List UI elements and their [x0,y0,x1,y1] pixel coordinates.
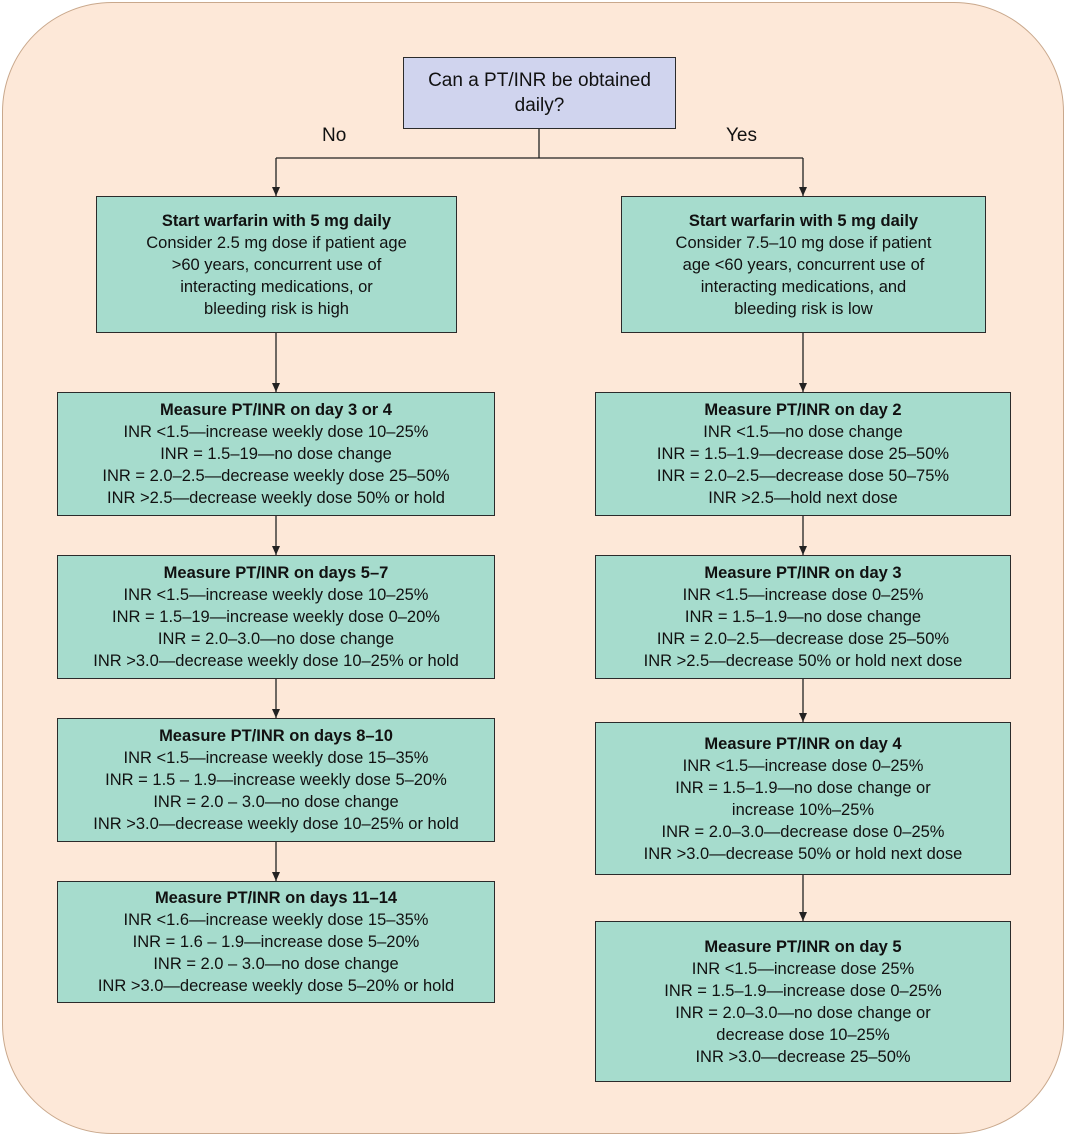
box-line: INR = 2.0–2.5—decrease dose 50–75% [656,467,950,485]
box-line: INR = 1.5–1.9—decrease dose 25–50% [656,445,950,463]
box-title: Measure PT/INR on days 11–14 [154,889,398,907]
box-line: Consider 2.5 mg dose if patient age [146,233,407,252]
box-line: INR = 1.5–19—no dose change [160,445,392,463]
right-day3-box: Measure PT/INR on day 3 INR <1.5—increas… [595,555,1011,679]
box-line: bleeding risk is high [204,299,349,318]
box-line: interacting medications, and [700,277,907,296]
box-line: INR = 2.0–2.5—decrease dose 25–50% [656,630,950,648]
branch-label-yes: Yes [726,125,757,146]
question-box: Can a PT/INR be obtained daily? [403,57,676,129]
left-days5-7-box: Measure PT/INR on days 5–7 INR <1.5—incr… [57,555,495,679]
box-line: >60 years, concurrent use of [171,255,382,274]
box-line: bleeding risk is low [734,299,873,318]
box-line: age <60 years, concurrent use of [682,255,925,274]
box-line: INR >3.0—decrease weekly dose 5–20% or h… [97,977,455,995]
box-line: decrease dose 10–25% [716,1025,890,1044]
box-title: Measure PT/INR on day 2 [704,401,902,419]
box-line: INR <1.6—increase weekly dose 15–35% [123,911,429,929]
box-title: Measure PT/INR on day 5 [704,937,902,956]
left-days8-10-box: Measure PT/INR on days 8–10 INR <1.5—inc… [57,718,495,842]
box-line: INR = 2.0–2.5—decrease weekly dose 25–50… [102,467,450,485]
box-line: INR >3.0—decrease weekly dose 10–25% or … [93,652,459,670]
right-day4-box: Measure PT/INR on day 4 INR <1.5—increas… [595,722,1011,875]
box-line: INR >2.5—decrease 50% or hold next dose [643,652,963,670]
box-line: INR <1.5—increase dose 0–25% [682,586,924,604]
box-title: Start warfarin with 5 mg daily [688,211,919,230]
box-line: INR = 2.0 – 3.0—no dose change [153,793,399,811]
left-days11-14-box: Measure PT/INR on days 11–14 INR <1.6—in… [57,881,495,1003]
box-line: INR = 1.5–1.9—no dose change [684,608,922,626]
box-line: INR <1.5—no dose change [703,423,903,441]
right-day5-box: Measure PT/INR on day 5 INR <1.5—increas… [595,921,1011,1082]
box-title: Measure PT/INR on day 4 [704,734,902,753]
box-line: INR <1.5—increase dose 25% [691,959,915,978]
box-line: INR = 1.5–1.9—no dose change or [675,778,931,797]
right-day2-box: Measure PT/INR on day 2 INR <1.5—no dose… [595,392,1011,516]
box-line: INR >2.5—decrease weekly dose 50% or hol… [107,489,445,507]
box-line: INR >2.5—hold next dose [708,489,898,507]
question-line: daily? [514,95,565,116]
box-line: INR = 2.0–3.0—decrease dose 0–25% [661,822,945,841]
left-start-box: Start warfarin with 5 mg daily Consider … [96,196,457,333]
box-line: INR >3.0—decrease 50% or hold next dose [643,844,963,863]
box-line: INR = 2.0–3.0—no dose change or [675,1003,931,1022]
box-title: Measure PT/INR on days 5–7 [163,564,389,582]
right-start-box: Start warfarin with 5 mg daily Consider … [621,196,986,333]
box-line: increase 10%–25% [731,800,875,819]
box-title: Start warfarin with 5 mg daily [161,211,392,230]
box-title: Measure PT/INR on day 3 or 4 [160,401,392,419]
left-day3-4-box: Measure PT/INR on day 3 or 4 INR <1.5—in… [57,392,495,516]
box-line: INR = 2.0 – 3.0—no dose change [153,955,399,973]
box-line: INR = 1.6 – 1.9—increase dose 5–20% [132,933,420,951]
branch-label-no: No [322,125,347,146]
box-line: INR <1.5—increase dose 0–25% [682,756,924,775]
box-title: Measure PT/INR on day 3 [704,564,902,582]
box-line: INR = 1.5–19—increase weekly dose 0–20% [112,608,440,626]
box-line: Consider 7.5–10 mg dose if patient [675,233,932,252]
box-line: INR <1.5—increase weekly dose 10–25% [123,423,429,441]
box-line: interacting medications, or [180,277,373,296]
box-line: INR = 1.5–1.9—increase dose 0–25% [664,981,942,1000]
box-line: INR >3.0—decrease weekly dose 10–25% or … [93,815,459,833]
box-line: INR <1.5—increase weekly dose 15–35% [123,749,429,767]
box-line: INR = 2.0–3.0—no dose change [157,630,395,648]
question-line: Can a PT/INR be obtained [428,70,651,91]
box-line: INR = 1.5 – 1.9—increase weekly dose 5–2… [105,771,447,789]
box-line: INR <1.5—increase weekly dose 10–25% [123,586,429,604]
box-title: Measure PT/INR on days 8–10 [159,727,393,745]
box-line: INR >3.0—decrease 25–50% [695,1047,911,1066]
